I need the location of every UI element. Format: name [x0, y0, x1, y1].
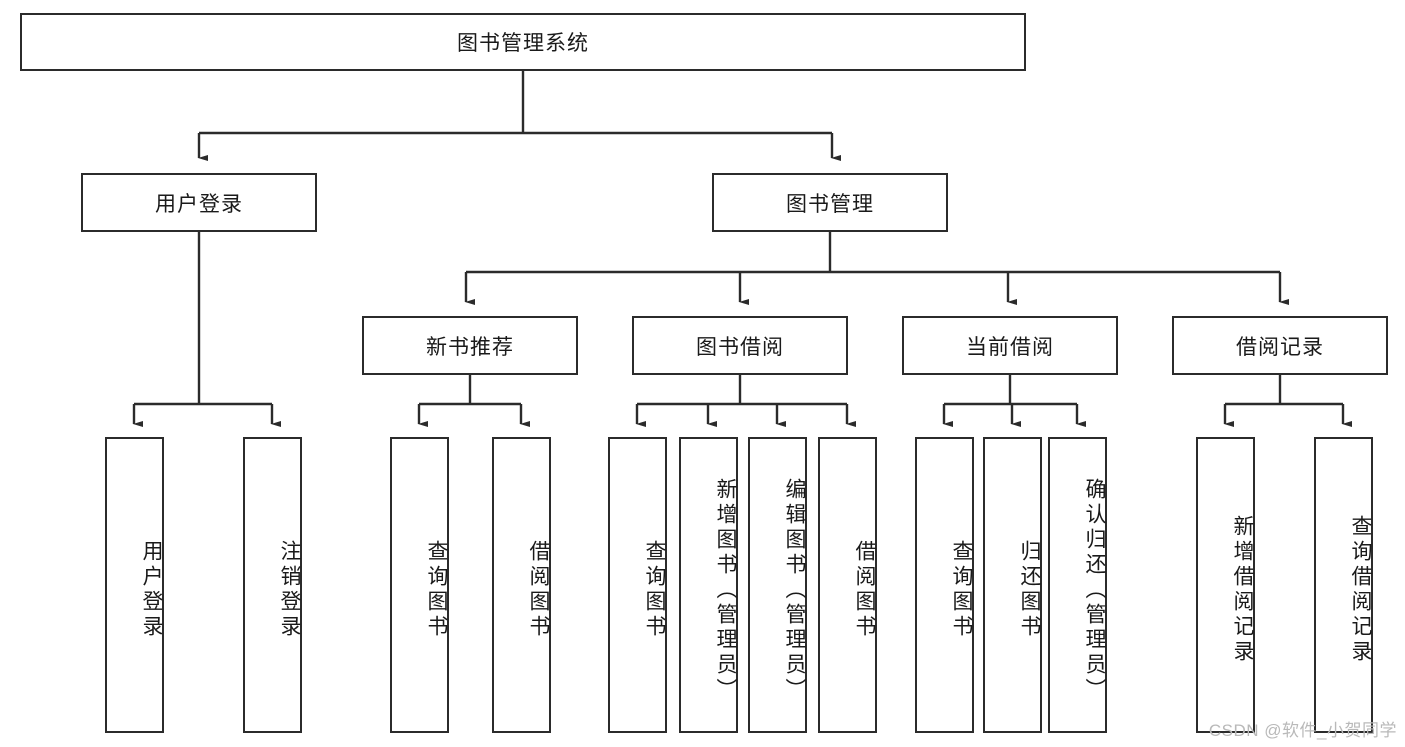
node-label: 查询图书: [950, 540, 973, 640]
watermark: CSDN @软件_小贺同学: [1208, 721, 1397, 740]
node-label: 注销登录: [278, 540, 301, 640]
node-label: 编辑图书（管理员）: [783, 477, 806, 703]
node-label: 借阅图书: [853, 540, 876, 640]
leaf-current-borrow-return[interactable]: 归还图书: [983, 437, 1042, 733]
node-label: 查询图书: [425, 540, 448, 640]
node-label: 借阅记录: [1236, 335, 1324, 359]
node-label: 确认归还（管理员）: [1083, 477, 1106, 703]
node-label: 图书管理: [786, 192, 874, 216]
node-book-management[interactable]: 图书管理: [712, 173, 948, 232]
leaf-book-borrow-query[interactable]: 查询图书: [608, 437, 667, 733]
leaf-current-borrow-query[interactable]: 查询图书: [915, 437, 974, 733]
leaf-current-borrow-confirm-return[interactable]: 确认归还（管理员）: [1048, 437, 1107, 733]
node-root-book-management-system[interactable]: 图书管理系统: [20, 13, 1026, 71]
node-current-borrow[interactable]: 当前借阅: [902, 316, 1118, 375]
leaf-new-book-query[interactable]: 查询图书: [390, 437, 449, 733]
node-label: 用户登录: [140, 540, 163, 640]
leaf-book-borrow-add[interactable]: 新增图书（管理员）: [679, 437, 738, 733]
node-label: 当前借阅: [966, 335, 1054, 359]
node-label: 新增借阅记录: [1231, 515, 1254, 665]
leaf-book-borrow-edit[interactable]: 编辑图书（管理员）: [748, 437, 807, 733]
node-label: 新增图书（管理员）: [714, 477, 737, 703]
node-label: 借阅图书: [527, 540, 550, 640]
leaf-book-borrow-borrow[interactable]: 借阅图书: [818, 437, 877, 733]
node-book-borrow[interactable]: 图书借阅: [632, 316, 848, 375]
leaf-new-book-borrow[interactable]: 借阅图书: [492, 437, 551, 733]
leaf-borrow-record-query[interactable]: 查询借阅记录: [1314, 437, 1373, 733]
node-label: 新书推荐: [426, 335, 514, 359]
node-borrow-record[interactable]: 借阅记录: [1172, 316, 1388, 375]
leaf-borrow-record-add[interactable]: 新增借阅记录: [1196, 437, 1255, 733]
node-new-book-recommend[interactable]: 新书推荐: [362, 316, 578, 375]
node-label: 归还图书: [1018, 540, 1041, 640]
node-label: 查询借阅记录: [1349, 515, 1372, 665]
node-user-login[interactable]: 用户登录: [81, 173, 317, 232]
node-label: 查询图书: [643, 540, 666, 640]
leaf-user-login-signin[interactable]: 用户登录: [105, 437, 164, 733]
node-label: 图书借阅: [696, 335, 784, 359]
leaf-user-login-signout[interactable]: 注销登录: [243, 437, 302, 733]
node-label: 图书管理系统: [457, 32, 589, 55]
node-label: 用户登录: [155, 192, 243, 216]
